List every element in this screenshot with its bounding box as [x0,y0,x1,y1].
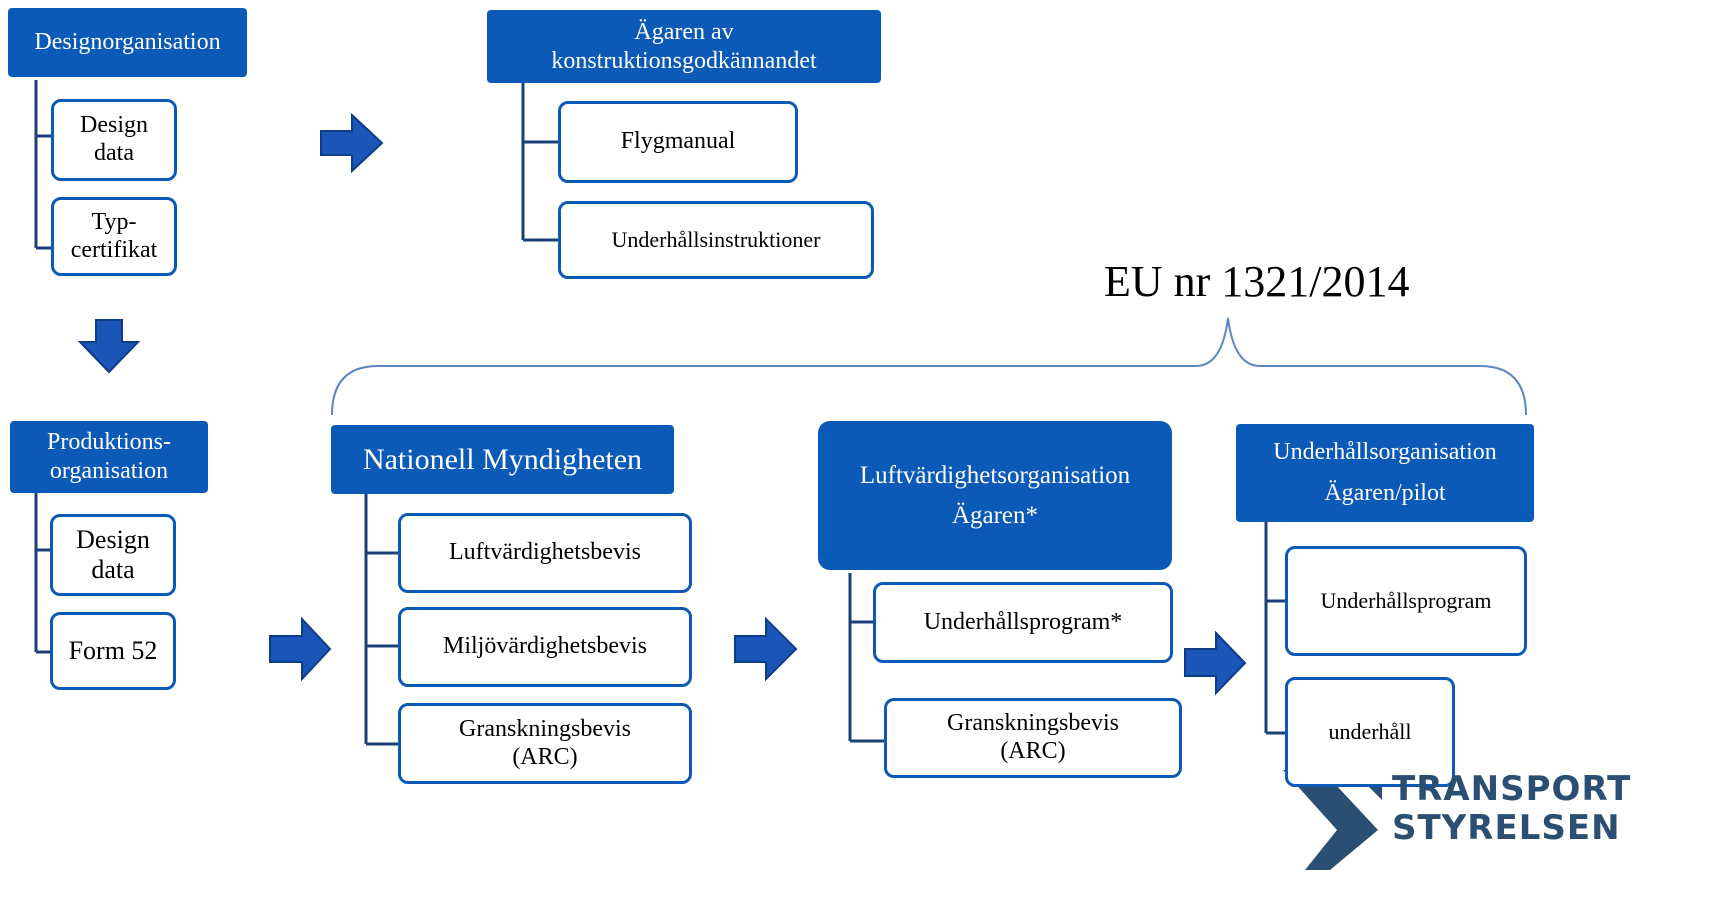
production-design-data-box: Design data [50,514,176,596]
arrow-down-icon [77,319,141,374]
airworthiness-certificate-box: Luftvärdighetsbevis [398,513,692,593]
maintenance-org-header: Underhållsorganisation Ägaren/pilot [1236,424,1534,522]
logo-line2: STYRELSEN [1392,808,1621,848]
maintenance-org-program-box: Underhållsprogram [1285,546,1527,656]
brace-bracket [331,317,1527,416]
arrow-right-icon [734,616,798,682]
regulation-label: EU nr 1321/2014 [1104,257,1410,306]
connector-design-org [34,80,52,250]
logo-line1: TRANSPORT [1392,769,1632,809]
type-certificate-box: Typ- certifikat [51,197,177,276]
maintenance-program-box: Underhållsprogram* [873,582,1173,663]
arrow-right-icon [269,616,332,682]
airworthiness-org-header: Luftvärdighetsorganisation Ägaren* [818,421,1172,570]
design-org-header: Designorganisation [8,8,247,77]
maintenance-work-box: underhåll [1285,677,1455,787]
environmental-certificate-box: Miljövärdighetsbevis [398,607,692,687]
production-org-header: Produktions- organisation [10,421,208,493]
arrow-right-icon [320,112,384,174]
flight-manual-box: Flygmanual [558,101,798,183]
connector-national-authority [364,494,400,746]
connector-tc-owner [521,82,560,242]
connector-maintenance-org [1264,522,1288,735]
design-data-box: Design data [51,99,177,181]
arrow-right-icon [1184,630,1247,696]
airworthiness-arc-box: Granskningsbevis (ARC) [884,698,1182,778]
connector-production-org [34,493,52,654]
arc-certificate-box: Granskningsbevis (ARC) [398,703,692,784]
form-52-box: Form 52 [50,612,176,690]
national-authority-header: Nationell Myndigheten [331,425,674,494]
maintenance-instructions-box: Underhållsinstruktioner [558,201,874,279]
tc-owner-header: Ägaren av konstruktionsgodkännandet [487,10,881,83]
connector-airworthiness-org [848,573,885,743]
